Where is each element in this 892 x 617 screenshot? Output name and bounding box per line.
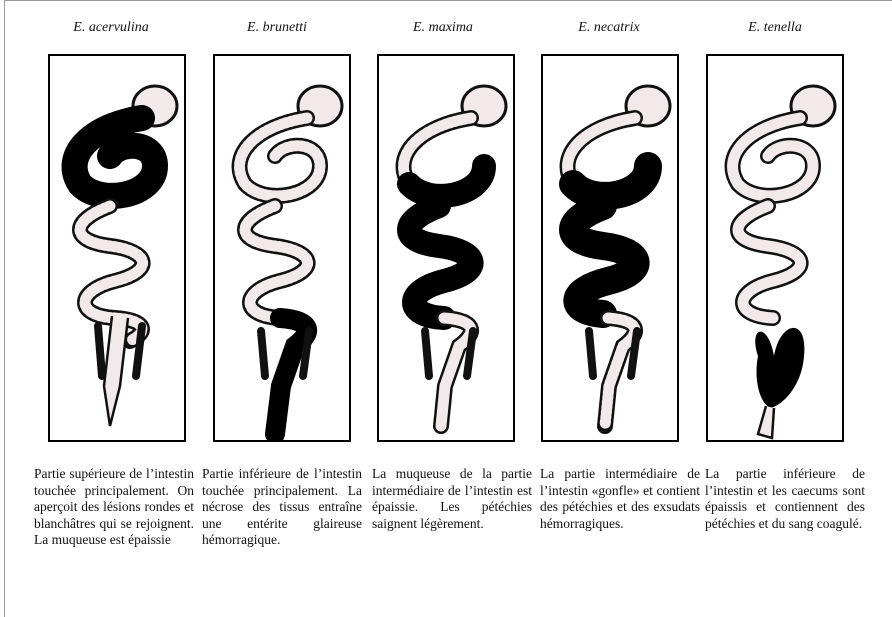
intestine-panel (48, 54, 186, 442)
species-title: E. necatrix (525, 20, 693, 36)
intestine-upper-segment (75, 118, 155, 196)
frame-border-left (4, 0, 5, 617)
species-title: E. brunetti (193, 20, 361, 36)
intestine-illustration (215, 56, 349, 440)
intestine-upper-segment (733, 118, 813, 196)
caeca-affected (755, 328, 804, 408)
intestine-middle-segment (738, 206, 801, 318)
lesion-description: La partie intermédiaire de l’intestin «g… (540, 466, 700, 532)
intestine-panel (541, 54, 679, 442)
column-necatrix: E. necatrix La partie intermédiaire de l… (525, 0, 693, 617)
lesion-description: Partie inférieure de l’intestin touchée … (202, 466, 362, 549)
intestine-upper-segment (240, 118, 320, 196)
species-title: E. maxima (359, 20, 527, 36)
column-acervulina: E. acervulina Partie supérieure de l’int… (27, 0, 195, 617)
species-title: E. acervulina (27, 20, 195, 36)
intestine-middle-segment (409, 166, 484, 318)
rectum-shape (758, 406, 774, 438)
intestine-panel (213, 54, 351, 442)
intestine-illustration (708, 56, 842, 440)
intestine-panel (706, 54, 844, 442)
species-title: E. tenella (691, 20, 859, 36)
caeca-shape (104, 316, 128, 426)
lesion-description: Partie supérieure de l’intestin touchée … (34, 466, 194, 549)
column-maxima: E. maxima La muqueuse de la partie inter… (359, 0, 527, 617)
lesion-description: La partie inférieure de l’intestin et le… (705, 466, 865, 532)
intestine-illustration (50, 56, 184, 440)
intestine-illustration (379, 56, 513, 440)
intestine-illustration (543, 56, 677, 440)
intestine-middle-segment (573, 166, 648, 314)
column-brunetti: E. brunetti Partie inférieure de l’intes… (193, 0, 361, 617)
lesion-description: La muqueuse de la partie intermédiaire d… (372, 466, 532, 532)
intestine-panel (377, 54, 515, 442)
intestine-middle-segment (245, 206, 308, 318)
column-tenella: E. tenella La partie inférieure de l’int… (691, 0, 859, 617)
